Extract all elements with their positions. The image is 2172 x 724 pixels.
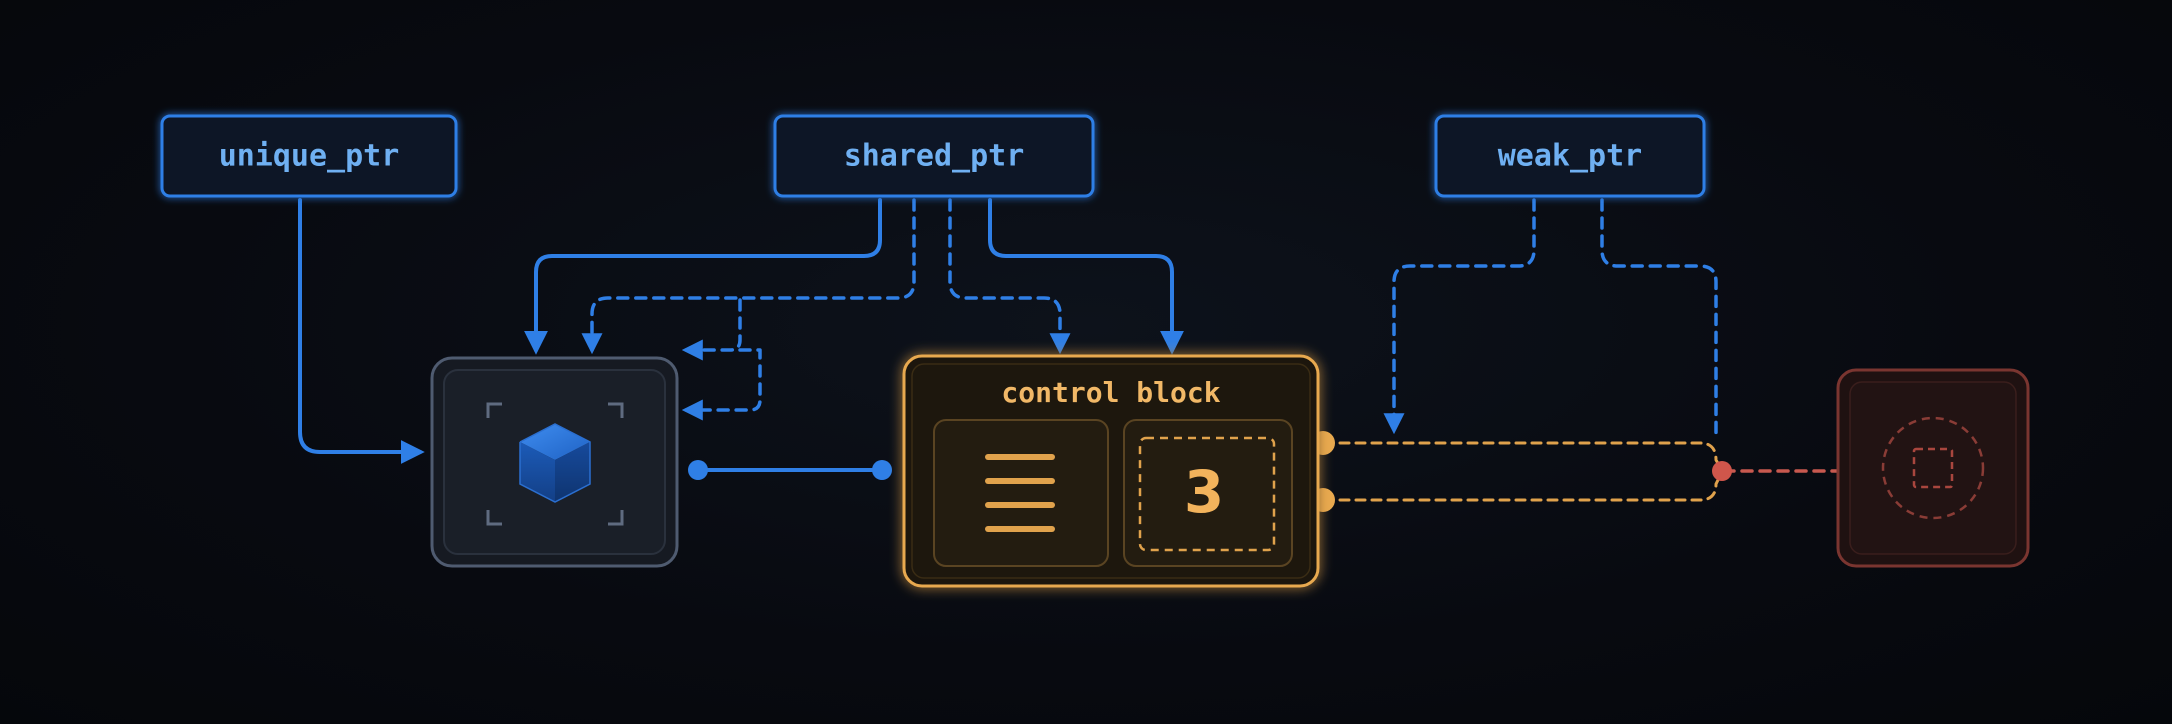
weak-ptr-label-text: weak_ptr: [1498, 139, 1643, 174]
list-lines-icon: [985, 454, 1055, 532]
managed-object-box: [430, 356, 679, 568]
expired-object-box: [1836, 368, 2030, 568]
weak-junction-dot: [1712, 461, 1732, 481]
unique-ptr-arrow: [298, 198, 425, 464]
weak-ptr-control-link: [1600, 198, 1718, 440]
control-block-weak-link-upper: [1322, 441, 1724, 472]
connectors: [298, 198, 1840, 502]
shared-ptr-object-arrow: [524, 198, 882, 355]
unique-ptr-label: unique_ptr: [160, 114, 458, 198]
ref-count-panel: 3: [1123, 419, 1293, 567]
control-block-list-panel: [933, 419, 1109, 567]
weak-ptr-arrow: [1383, 198, 1536, 435]
focus-brackets: [486, 402, 624, 526]
shared-ptr-control-dashed-arrow: [948, 198, 1071, 355]
object-loop-lower-arrow: [681, 348, 762, 421]
weak-ptr-label: weak_ptr: [1434, 114, 1706, 198]
unique-ptr-label-text: unique_ptr: [219, 139, 400, 174]
ref-count-value: 3: [1184, 458, 1224, 526]
shared-ptr-label-text: shared_ptr: [844, 139, 1025, 174]
shared-ptr-label: shared_ptr: [773, 114, 1095, 198]
control-link-dot: [872, 460, 892, 480]
control-block-title: control block: [1001, 376, 1220, 409]
shared-ptr-control-arrow: [988, 198, 1184, 355]
control-block: control block 3: [902, 354, 1320, 588]
cube-icon: [519, 423, 591, 503]
object-loop-upper-arrow: [681, 298, 742, 361]
dashed-square-icon: [1912, 447, 1954, 489]
control-block-weak-link-lower: [1322, 470, 1724, 502]
object-link-dot: [688, 460, 708, 480]
shared-ptr-object-dashed-arrow: [581, 198, 916, 355]
